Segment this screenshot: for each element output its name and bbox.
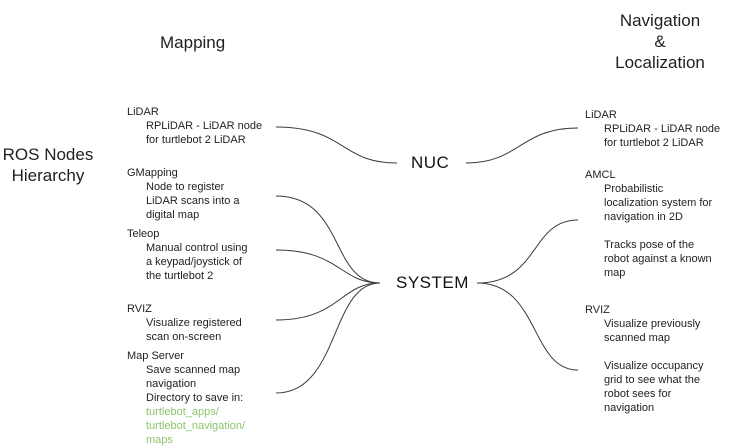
node-desc-line: navigation <box>146 378 197 390</box>
node-desc-line: navigation in 2D <box>604 211 683 223</box>
navigation-header-line3: Localization <box>615 53 705 72</box>
node-description: Save scanned map navigation Directory to… <box>127 363 245 405</box>
node-description: Probabilistic localization system for na… <box>585 182 712 280</box>
directory-path-line: turtlebot_apps/ <box>146 406 219 418</box>
node-desc-line: Node to register <box>146 181 225 193</box>
left-node-map-server: Map Server Save scanned map navigation D… <box>127 349 245 447</box>
left-node-lidar: LiDAR RPLiDAR - LiDAR node for turtlebot… <box>127 105 262 147</box>
left-node-gmapping: GMapping Node to register LiDAR scans in… <box>127 166 240 222</box>
node-desc-line: Save scanned map <box>146 364 241 376</box>
node-desc-line: for turtlebot 2 LiDAR <box>146 134 246 146</box>
right-node-amcl: AMCL Probabilistic localization system f… <box>585 168 712 280</box>
spacer <box>604 224 712 238</box>
node-desc-line: Directory to save in: <box>146 392 244 404</box>
connector-gmapping-system <box>275 195 381 284</box>
node-title: Teleop <box>127 228 160 240</box>
node-desc-line: digital map <box>146 209 200 221</box>
directory-path-line: maps <box>146 434 173 446</box>
node-desc-line: map <box>604 267 626 279</box>
node-desc-line: scanned map <box>604 332 671 344</box>
node-description: Manual control using a keypad/joystick o… <box>127 241 248 283</box>
node-title: Map Server <box>127 350 184 362</box>
node-desc-line: LiDAR scans into a <box>146 195 240 207</box>
node-desc-line: grid to see what the <box>604 374 701 386</box>
node-desc-line: Probabilistic <box>604 183 664 195</box>
mapping-header: Mapping <box>160 33 226 52</box>
spacer <box>604 345 703 359</box>
node-desc-line: Visualize registered <box>146 317 242 329</box>
node-desc-line: scan on-screen <box>146 331 222 343</box>
node-title: RVIZ <box>127 303 152 315</box>
left-node-rviz: RVIZ Visualize registered scan on-screen <box>127 302 242 344</box>
connector-system-rviz-right <box>476 282 579 371</box>
hierarchy-line2: Hierarchy <box>11 166 85 185</box>
system-hub: SYSTEM <box>396 273 469 292</box>
right-node-lidar: LiDAR RPLiDAR - LiDAR node for turtlebot… <box>585 108 720 150</box>
navigation-header-line2: & <box>654 32 666 51</box>
hierarchy-line1: ROS Nodes <box>2 145 94 164</box>
node-title: AMCL <box>585 169 616 181</box>
navigation-header-line1: Navigation <box>619 11 701 30</box>
node-desc-line: Visualize previously <box>604 318 701 330</box>
connector-left-lidar-nuc <box>275 126 398 164</box>
node-desc-line: localization system for <box>604 197 713 209</box>
node-description: RPLiDAR - LiDAR node for turtlebot 2 LiD… <box>585 122 720 150</box>
navigation-localization-header: Navigation & Localization <box>600 10 720 73</box>
connector-nuc-right-lidar <box>465 127 579 164</box>
node-title: LiDAR <box>585 109 617 121</box>
node-desc-line: RPLiDAR - LiDAR node <box>146 120 263 132</box>
node-desc-line: for turtlebot 2 LiDAR <box>604 137 704 149</box>
node-desc-line: a keypad/joystick of <box>146 256 242 268</box>
node-desc-line: Tracks pose of the <box>604 239 695 251</box>
node-desc-line: the turtlebot 2 <box>146 270 214 282</box>
node-desc-line: robot sees for <box>604 388 672 400</box>
connector-teleop-system <box>275 249 381 284</box>
nuc-hub: NUC <box>411 153 450 172</box>
node-desc-line: Visualize occupancy <box>604 360 704 372</box>
ros-nodes-hierarchy-label: ROS Nodes Hierarchy <box>0 144 96 186</box>
node-description: RPLiDAR - LiDAR node for turtlebot 2 LiD… <box>127 119 262 147</box>
connector-system-amcl <box>476 219 579 284</box>
node-description: Node to register LiDAR scans into a digi… <box>127 180 240 222</box>
left-node-teleop: Teleop Manual control using a keypad/joy… <box>127 227 248 283</box>
node-desc-line: navigation <box>604 402 655 414</box>
node-description: Visualize registered scan on-screen <box>127 316 242 344</box>
connector-rviz-system <box>275 282 381 321</box>
node-title: LiDAR <box>127 106 159 118</box>
node-desc-line: robot against a known <box>604 253 712 265</box>
node-description: Visualize previously scanned map Visuali… <box>585 317 703 415</box>
connector-mapserver-system <box>275 282 381 394</box>
node-title: RVIZ <box>585 304 610 316</box>
node-title: GMapping <box>127 167 178 179</box>
directory-path-line: turtlebot_navigation/ <box>146 420 246 432</box>
right-node-rviz: RVIZ Visualize previously scanned map Vi… <box>585 303 703 415</box>
node-desc-line: Manual control using <box>146 242 248 254</box>
node-desc-line: RPLiDAR - LiDAR node <box>604 123 721 135</box>
